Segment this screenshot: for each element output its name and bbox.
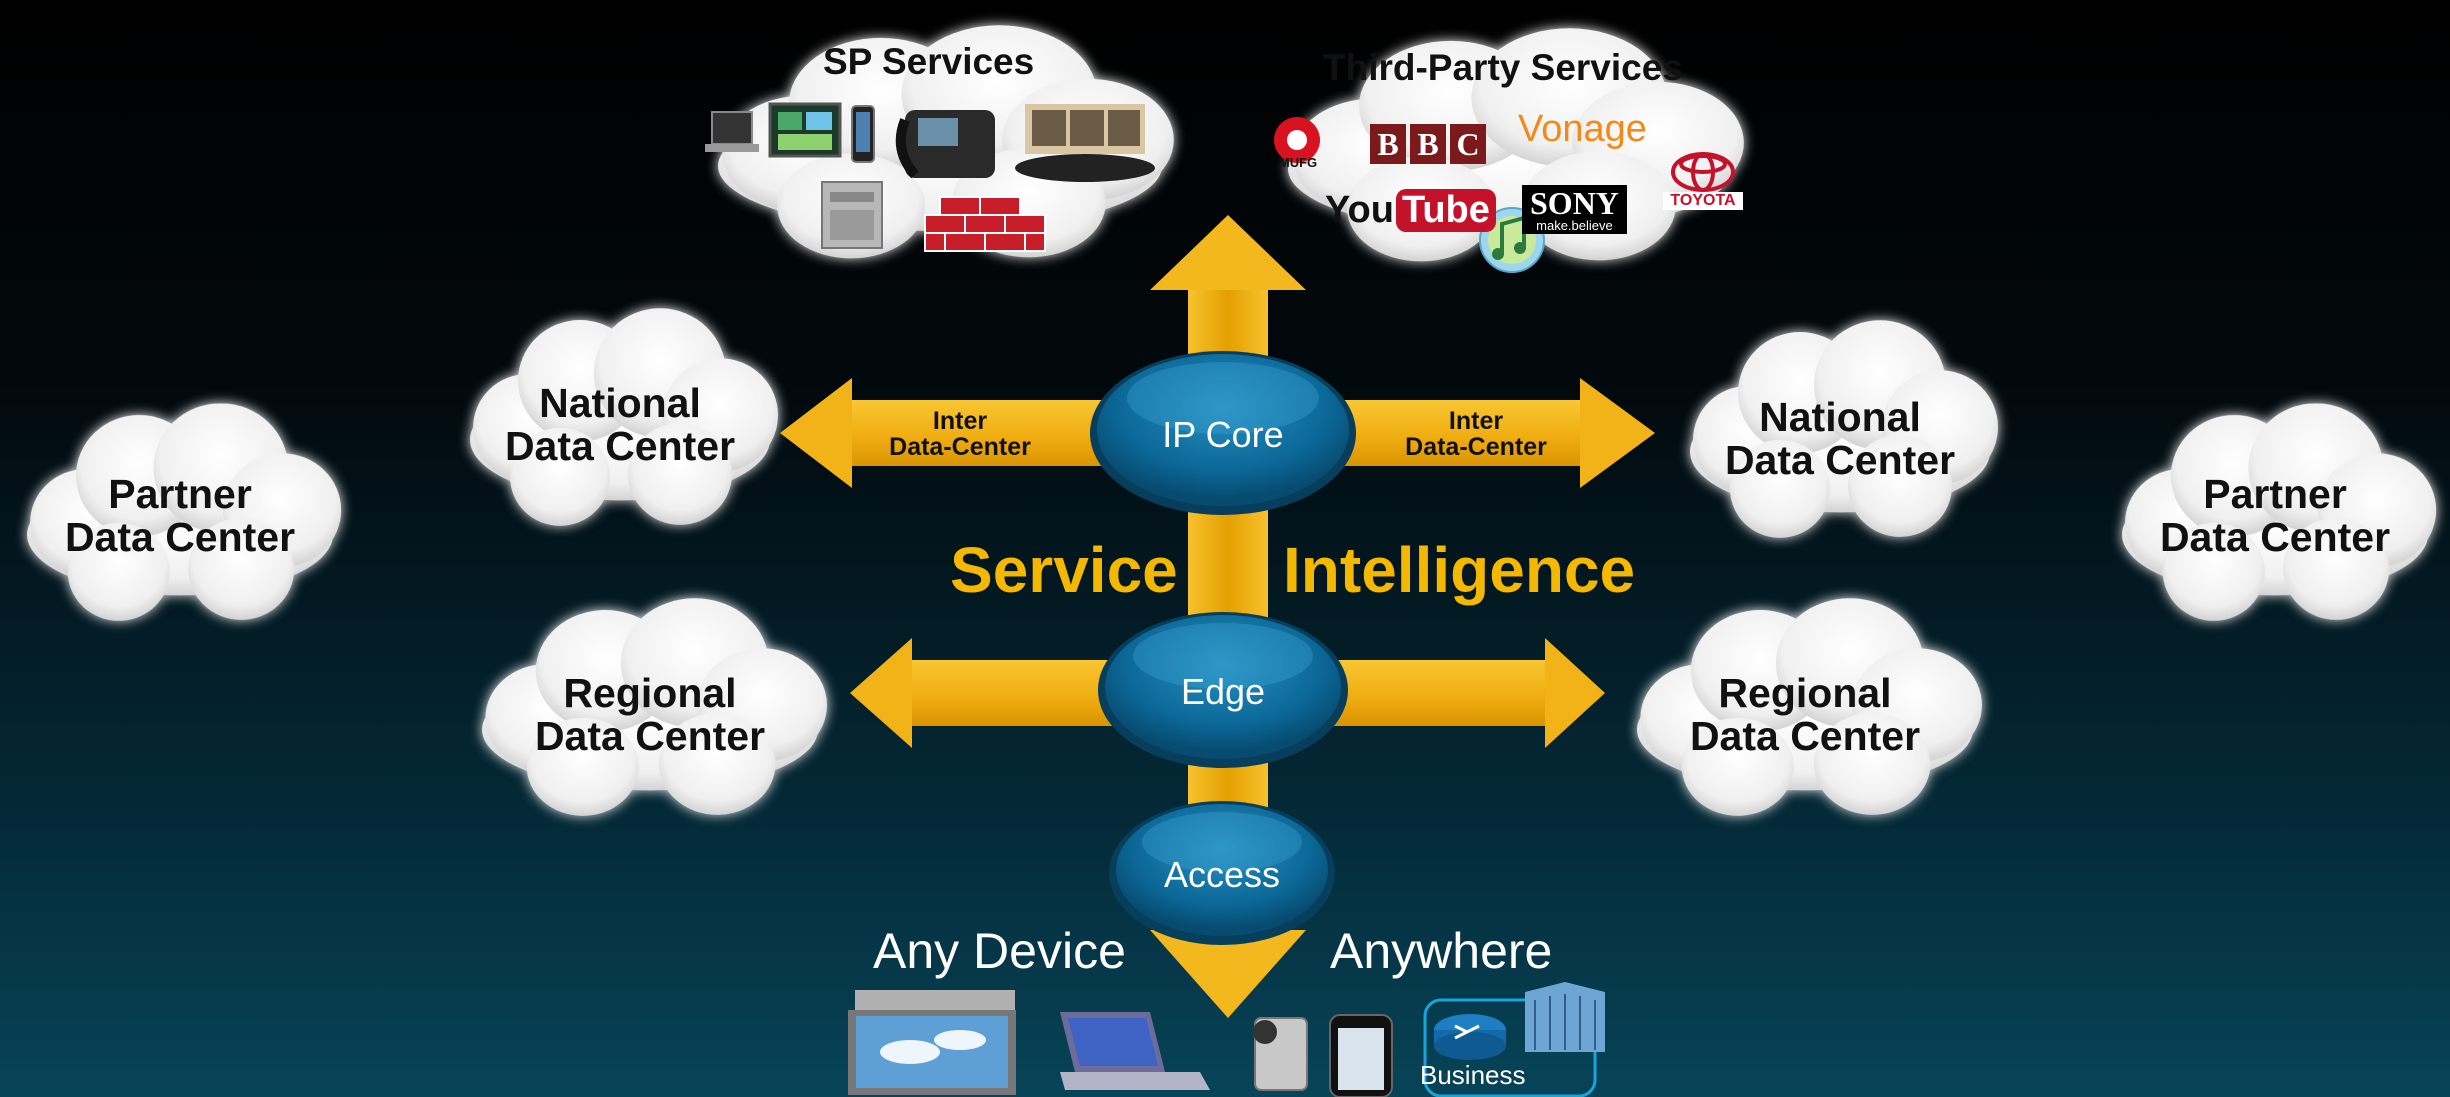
third-party-services-title: Third-Party Services	[1323, 47, 1683, 88]
ip-core-oval	[1090, 351, 1356, 515]
label-line: Data Center	[1724, 437, 1956, 484]
label-line: Data Center	[504, 423, 736, 470]
regional-data-center-right: Regional Data Center	[1665, 670, 1945, 760]
business-box	[1423, 982, 1605, 1097]
firewall-icon	[924, 196, 1046, 252]
anywhere-caption: Anywhere	[1330, 923, 1553, 979]
ip-phone-icon	[895, 110, 995, 179]
inter-data-center-left-label: Inter Data-Center	[880, 408, 1040, 461]
youtube-you: You	[1325, 189, 1394, 231]
business-label: Business	[1420, 1060, 1526, 1090]
label-line: Data Center	[1689, 713, 1921, 760]
edge-label: Edge	[1180, 671, 1266, 712]
label-line: National	[1759, 394, 1921, 440]
sony-wordmark: SONY	[1530, 185, 1619, 221]
label-line: Inter	[932, 407, 988, 435]
label-line: Data-Center	[889, 433, 1031, 462]
label-line: Partner	[2203, 471, 2347, 517]
bbc-letter: C	[1450, 124, 1486, 164]
national-data-center-right: National Data Center	[1700, 394, 1980, 484]
access-oval	[1109, 801, 1335, 945]
sony-tagline: make.believe	[1536, 218, 1613, 233]
national-data-center-left: National Data Center	[480, 380, 760, 470]
label-line: Data Center	[64, 514, 296, 561]
label-line: Regional	[1718, 670, 1892, 716]
laptop-device-icon	[1060, 1012, 1210, 1090]
label-line: Inter	[1448, 407, 1504, 435]
label-line: Data Center	[534, 713, 766, 760]
tv-screens-icon	[768, 102, 842, 158]
youtube-tube: Tube	[1395, 189, 1496, 232]
bbc-letter: B	[1370, 124, 1406, 164]
label-line: Partner	[108, 471, 252, 517]
tv-device-icon	[848, 990, 1016, 1095]
telepresence-icon	[1015, 104, 1155, 182]
camcorder-icon	[1253, 1017, 1308, 1091]
vonage-logo: Vonage	[1518, 108, 1647, 150]
any-device-caption: Any Device	[873, 923, 1126, 979]
access-label: Access	[1163, 854, 1281, 895]
toyota-logo-icon	[1671, 152, 1735, 192]
regional-data-center-left: Regional Data Center	[510, 670, 790, 760]
ip-core-label: IP Core	[1162, 414, 1284, 455]
sp-services-title: SP Services	[823, 41, 1035, 82]
label-line: Data-Center	[1405, 433, 1547, 462]
partner-data-center-left: Partner Data Center	[40, 471, 320, 561]
label-line: National	[539, 380, 701, 426]
service-heading: Service	[950, 534, 1178, 606]
edge-oval	[1098, 612, 1348, 768]
label-line: Regional	[563, 670, 737, 716]
sony-logo: SONY make.believe	[1522, 185, 1627, 234]
bbc-logo: B B C	[1370, 124, 1486, 164]
mufg-logo-icon	[1274, 117, 1320, 163]
inter-data-center-right-label: Inter Data-Center	[1396, 408, 1556, 461]
smartphone-icon	[851, 105, 875, 163]
mufg-logo: MUFG	[1278, 155, 1318, 170]
laptop-icon	[705, 111, 759, 152]
server-icon	[821, 181, 883, 249]
label-line: Data Center	[2159, 514, 2391, 561]
bbc-letter: B	[1410, 124, 1446, 164]
toyota-logo: TOYOTA	[1663, 192, 1743, 210]
intelligence-heading: Intelligence	[1283, 534, 1636, 606]
partner-data-center-right: Partner Data Center	[2135, 471, 2415, 561]
iphone-icon	[1329, 1014, 1393, 1097]
